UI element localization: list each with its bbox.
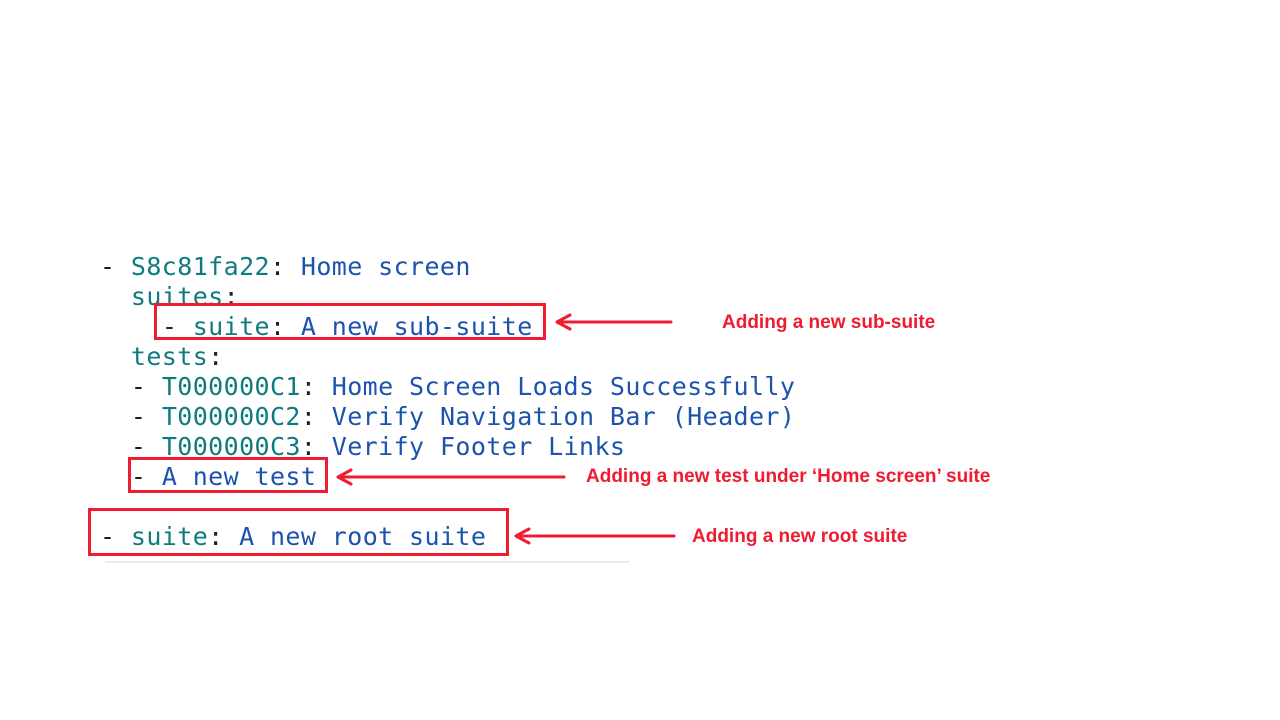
yaml-indent [100,402,131,431]
yaml-key: T000000C2 [161,402,301,431]
highlight-box-new-test [128,457,328,493]
yaml-dash: - [130,372,162,401]
code-line-new-sub-suite: - suite: A new sub-suite [100,312,795,342]
code-line-tests-key: tests: [100,342,795,372]
yaml-value: Verify Navigation Bar (Header) [331,402,796,431]
yaml-colon: : [300,372,332,401]
callout-label-sub-suite: Adding a new sub-suite [722,312,936,333]
yaml-key: suite [130,522,209,551]
callout-label-new-test: Adding a new test under ‘Home screen’ su… [586,466,991,487]
yaml-value: A new sub-suite [300,312,533,341]
yaml-colon: : [269,312,301,341]
callout-label-root-suite: Adding a new root suite [692,526,908,547]
yaml-value: A new root suite [239,522,487,551]
yaml-dash: - [100,252,131,281]
yaml-value: Home screen [300,252,471,281]
yaml-key: suite [192,312,270,341]
left-arrow-icon [555,313,673,331]
yaml-colon: : [269,252,301,281]
yaml-indent [100,432,131,461]
yaml-key: T000000C1 [161,372,301,401]
code-line-test-c2: - T000000C2: Verify Navigation Bar (Head… [100,402,795,432]
code-line-new-root-suite: - suite: A new root suite [100,522,795,552]
callout-arrow-new-test [334,467,566,487]
yaml-value: A new test [161,462,317,491]
left-arrow-icon [514,527,676,545]
code-line-new-test: - A new test [100,462,795,492]
yaml-colon: : [208,522,240,551]
code-line-root-suite-home: - S8c81fa22: Home screen [100,252,795,282]
yaml-key: suites [130,282,224,311]
callout-arrow-sub-suite [553,312,673,332]
yaml-code-block: - S8c81fa22: Home screen suites: - suite… [100,252,795,552]
highlight-box-sub-suite [154,303,546,340]
yaml-indent [100,312,162,341]
yaml-key: T000000C3 [161,432,301,461]
yaml-dash: - [100,522,131,551]
yaml-dash: - [161,312,193,341]
code-line-test-c3: - T000000C3: Verify Footer Links [100,432,795,462]
yaml-colon: : [300,402,332,431]
code-line-test-c1: - T000000C1: Home Screen Loads Successfu… [100,372,795,402]
yaml-colon: : [208,342,224,371]
yaml-dash: - [130,462,162,491]
yaml-value: Home Screen Loads Successfully [331,372,796,401]
yaml-key: S8c81fa22 [130,252,270,281]
yaml-colon: : [300,432,332,461]
yaml-indent [100,372,131,401]
yaml-value: Verify Footer Links [331,432,626,461]
code-panel-bottom-edge [105,561,630,563]
callout-arrow-root-suite [512,526,676,546]
yaml-key: tests [130,342,209,371]
yaml-indent [100,282,131,311]
yaml-indent [100,342,131,371]
highlight-box-root-suite [88,508,509,556]
left-arrow-icon [336,468,566,486]
yaml-dash: - [130,402,162,431]
yaml-indent [100,462,131,491]
yaml-dash: - [130,432,162,461]
